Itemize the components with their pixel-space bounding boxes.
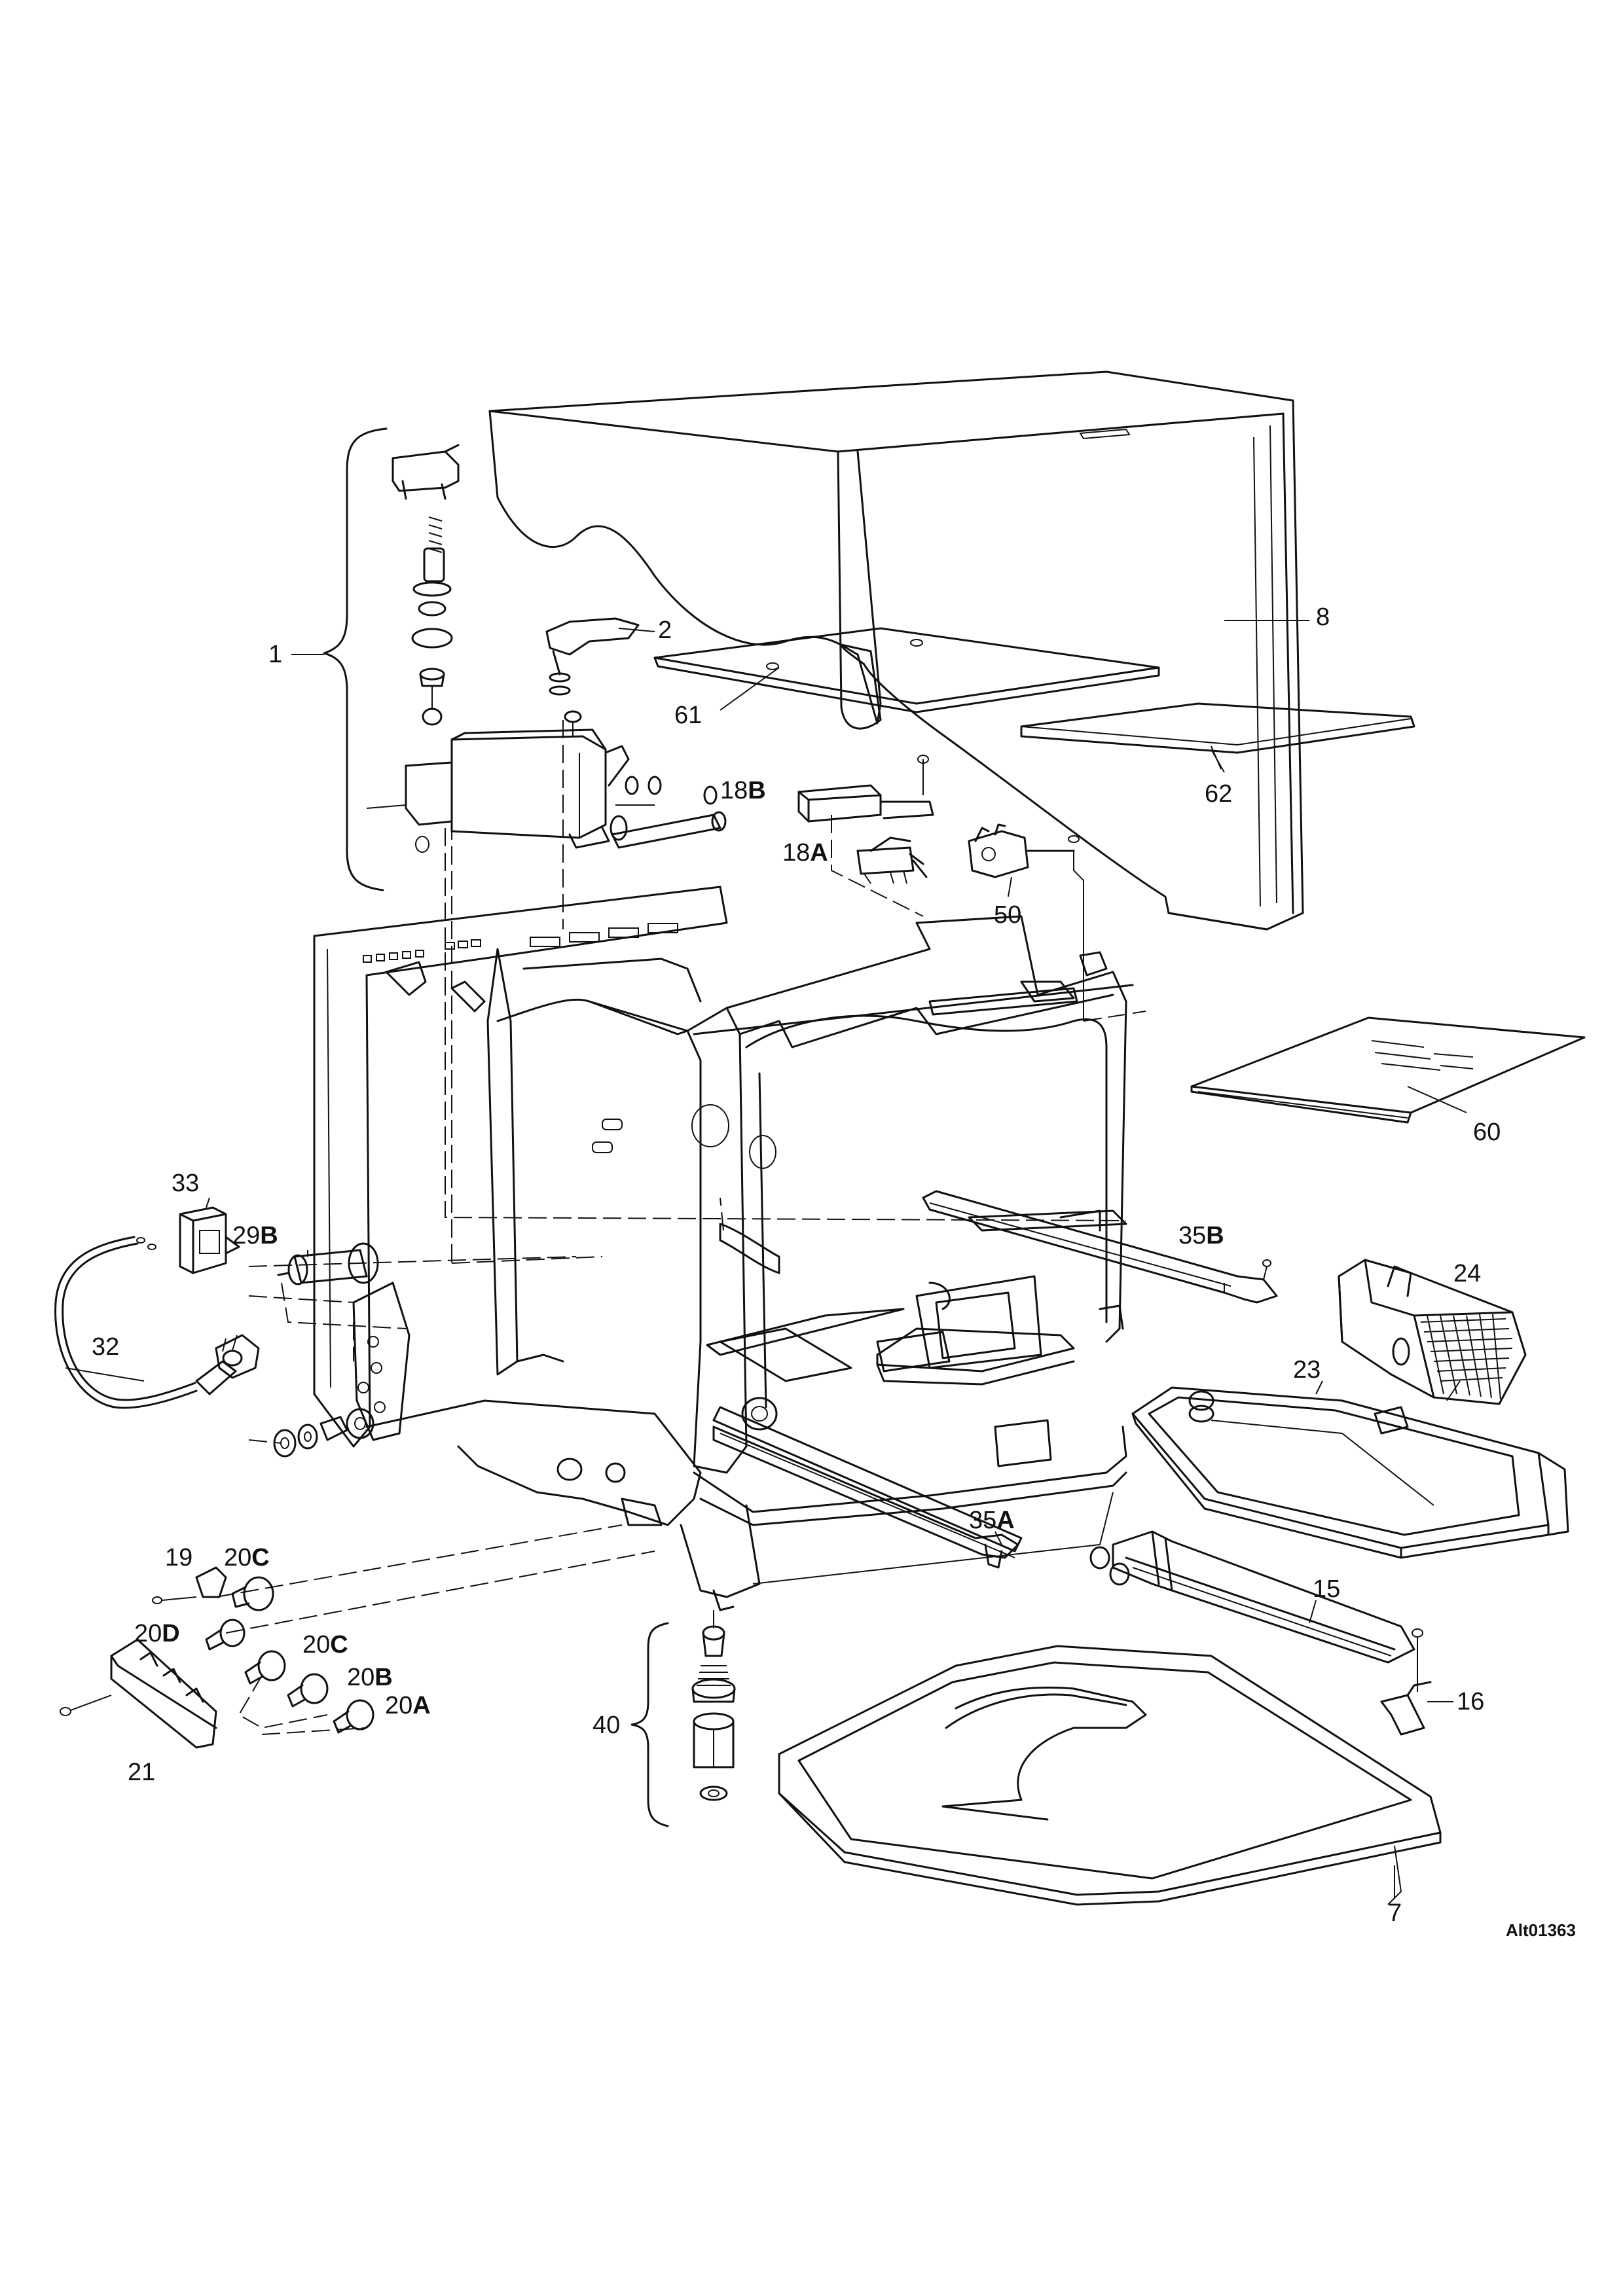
part-20d-valve (205, 1619, 246, 1651)
callout-2: 2 (658, 617, 672, 644)
callout-35b: 35B (1178, 1222, 1224, 1249)
panel-slots (363, 923, 678, 963)
callout-23: 23 (1293, 1356, 1321, 1384)
callout-labels: 1 2 7 8 15 16 18A 18B 19 20A 20B 20C 20C… (92, 603, 1576, 1940)
callout-1: 1 (268, 641, 282, 668)
callout-18b: 18B (720, 777, 766, 804)
part-18a-microswitch (856, 836, 928, 884)
part-35b-rail (922, 1190, 1278, 1304)
part-7-base-pan (778, 1645, 1442, 1906)
part-16-clip (1380, 1628, 1432, 1736)
callout-62: 62 (1205, 780, 1232, 808)
part-20b-valve (287, 1673, 329, 1708)
hinge-hardware (273, 1408, 374, 1458)
part-35a-rail (712, 1426, 1019, 1569)
part-50-switch (968, 823, 1084, 1021)
part-60-booklet (1190, 1016, 1586, 1124)
machine-frame (313, 886, 1134, 1611)
part-20a-valve (333, 1699, 374, 1734)
callout-18a: 18A (782, 839, 828, 867)
part-18b-switch (797, 755, 934, 823)
part-40-foot-assembly (630, 1622, 736, 1827)
part-23-tray (1131, 1386, 1569, 1559)
part-24-cutlery-basket (1338, 1259, 1527, 1405)
callout-29b: 29B (232, 1222, 278, 1249)
part-62-plate (1020, 702, 1415, 770)
callout-35a: 35A (969, 1507, 1015, 1534)
callout-20c-top: 20C (224, 1544, 270, 1571)
part-19-screw (152, 1566, 227, 1604)
callout-19: 19 (165, 1544, 192, 1571)
callout-20a: 20A (385, 1692, 431, 1719)
callout-20c-mid: 20C (302, 1631, 348, 1659)
callout-8: 8 (1316, 603, 1330, 631)
callout-60: 60 (1473, 1119, 1501, 1146)
callout-24: 24 (1453, 1260, 1481, 1287)
callout-20b: 20B (347, 1664, 393, 1691)
part-15-heating-element (1089, 1530, 1415, 1664)
callout-40: 40 (593, 1712, 620, 1739)
reference-code: Alt01363 (1506, 1920, 1576, 1940)
callout-21: 21 (128, 1759, 155, 1786)
callout-20d: 20D (134, 1620, 180, 1647)
part-33-terminal-block (136, 1206, 240, 1274)
callout-7: 7 (1388, 1899, 1402, 1927)
part-20c-valve-top (231, 1576, 274, 1611)
part-32-power-cord (54, 1236, 260, 1409)
callout-61: 61 (674, 702, 702, 729)
part-20c-valve-mid (244, 1650, 286, 1685)
callout-33: 33 (172, 1170, 199, 1197)
callout-15: 15 (1313, 1575, 1340, 1603)
part-61-plate (653, 627, 1160, 713)
callout-16: 16 (1457, 1688, 1484, 1715)
part-1-door-lock-assembly (291, 427, 727, 891)
callout-50: 50 (994, 901, 1021, 929)
callout-leaders (65, 620, 1467, 1898)
assembly-dashed-lines (215, 720, 1146, 1735)
part-21-bracket (60, 1638, 217, 1749)
callout-32: 32 (92, 1333, 119, 1361)
part-8-top-cover (488, 370, 1304, 931)
